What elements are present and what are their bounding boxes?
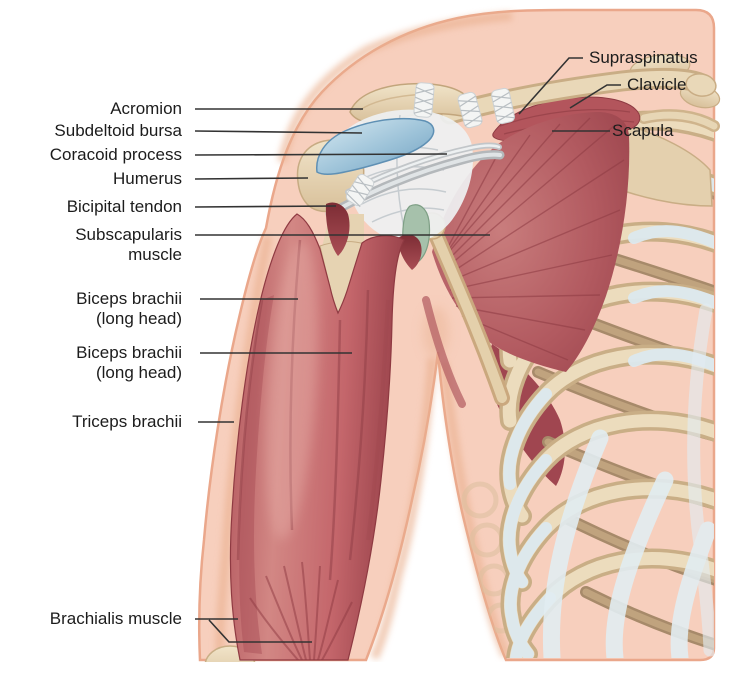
transverse-humeral-ligament <box>345 173 375 208</box>
leader-brachialis <box>195 618 312 643</box>
label-subdeltoid-bursa: Subdeltoid bursa <box>54 121 182 140</box>
label-brachialis-muscle: Brachialis muscle <box>49 609 182 628</box>
label-coracoid-process: Coracoid process <box>49 145 182 164</box>
brachialis-striations <box>249 561 353 661</box>
ligament-bands <box>345 82 515 208</box>
arm-muscles <box>229 213 405 661</box>
leader-humerus <box>194 177 309 180</box>
label-biceps-brachii-1: Biceps brachii (long head) <box>76 289 182 328</box>
label-scapula: Scapula <box>612 121 674 140</box>
leader-supraspinatus <box>518 57 583 115</box>
leader-subdeltoid-bursa <box>194 130 363 134</box>
label-subscapularis-muscle: Subscapularis muscle <box>75 225 182 264</box>
label-acromion: Acromion <box>110 99 182 118</box>
coracoclavicular-ligament-2 <box>491 87 515 125</box>
muscle-tendon-junctions <box>325 202 422 270</box>
lower-cartilage-arcs <box>542 303 714 658</box>
label-bicipital-tendon: Bicipital tendon <box>66 197 182 216</box>
leader-coracoid-process <box>194 153 448 156</box>
label-humerus: Humerus <box>113 169 182 188</box>
label-supraspinatus: Supraspinatus <box>589 48 698 67</box>
leader-bicipital-tendon <box>194 205 337 208</box>
acromioclavicular-ligament <box>413 82 435 118</box>
label-biceps-brachii-2: Biceps brachii (long head) <box>76 343 182 382</box>
biceps-brachii <box>229 213 405 661</box>
leader-clavicle <box>569 84 621 109</box>
label-triceps-brachii: Triceps brachii <box>72 412 182 431</box>
leader-lines <box>194 57 621 643</box>
coracoclavicular-ligament-1 <box>457 91 483 129</box>
triceps-brachii-region <box>239 295 274 654</box>
label-clavicle: Clavicle <box>627 75 687 94</box>
